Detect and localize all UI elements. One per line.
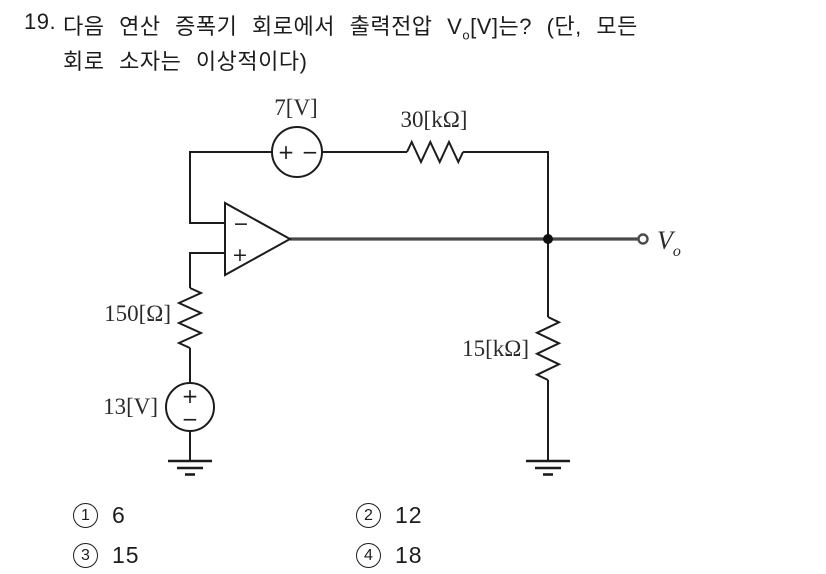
choice-3-circled-number: 3 — [73, 543, 98, 568]
choice-2-value: 12 — [395, 502, 423, 528]
wire-top-resistor-to-node — [463, 151, 549, 239]
question-text-part2: [V]는? (단, 모든 — [470, 14, 638, 39]
wire-noninverting-to-left-resistor — [189, 252, 225, 288]
choice-3[interactable]: 3 15 — [73, 542, 356, 569]
label-resistor-30k: 30[kΩ] — [401, 107, 468, 132]
voltage-source-13v-circle — [165, 382, 215, 432]
circuit-wires — [189, 151, 638, 461]
vo-subscript: o — [462, 27, 471, 43]
choice-2-circled-number: 2 — [356, 503, 381, 528]
source-13v-minus-sign: − — [182, 407, 199, 431]
output-terminal-circle — [637, 233, 649, 245]
opamp-noninverting-input-sign: + — [232, 244, 248, 266]
label-vo-subscript: o — [673, 243, 681, 260]
resistor-15k-zigzag — [534, 316, 562, 381]
choice-4[interactable]: 4 18 — [356, 542, 423, 569]
resistor-30k-zigzag — [406, 139, 464, 165]
source-13v-plus-sign: + — [182, 384, 199, 408]
question-text-line1: 다음 연산 증폭기 회로에서 출력전압 Vo[V]는? (단, 모든 — [63, 9, 638, 42]
ground-symbol-left — [168, 459, 212, 476]
choice-4-circled-number: 4 — [356, 543, 381, 568]
resistor-150-zigzag — [176, 287, 204, 349]
choice-1[interactable]: 1 6 — [73, 502, 356, 529]
ground-symbol-right — [526, 459, 570, 476]
source-7v-minus-sign: − — [302, 140, 319, 164]
opamp-inverting-input-sign: − — [233, 213, 249, 235]
label-vo-main: V — [657, 226, 676, 255]
choice-1-value: 6 — [112, 502, 126, 528]
label-resistor-150: 150[Ω] — [104, 301, 171, 326]
choice-3-value: 15 — [112, 542, 140, 568]
question-number: 19. — [24, 9, 57, 34]
question-text-part1: 다음 연산 증폭기 회로에서 출력전압 V — [63, 14, 463, 39]
choice-4-value: 18 — [395, 542, 423, 568]
choice-2[interactable]: 2 12 — [356, 502, 423, 529]
answer-choices: 1 6 2 12 3 15 4 18 — [73, 502, 423, 569]
label-source-13v: 13[V] — [103, 394, 158, 419]
label-resistor-15k: 15[kΩ] — [462, 336, 529, 361]
source-7v-plus-sign: + — [278, 140, 295, 164]
voltage-source-7v-circle — [271, 126, 323, 178]
wire-top-left-to-inverting-input — [189, 151, 272, 224]
question-text-line2: 회로 소자는 이상적이다) — [63, 49, 308, 74]
opamp-triangle — [224, 201, 293, 277]
choice-1-circled-number: 1 — [73, 503, 98, 528]
output-node-dot — [543, 234, 553, 244]
label-output-voltage: Vo — [657, 226, 681, 260]
label-source-7v: 7[V] — [274, 95, 317, 120]
